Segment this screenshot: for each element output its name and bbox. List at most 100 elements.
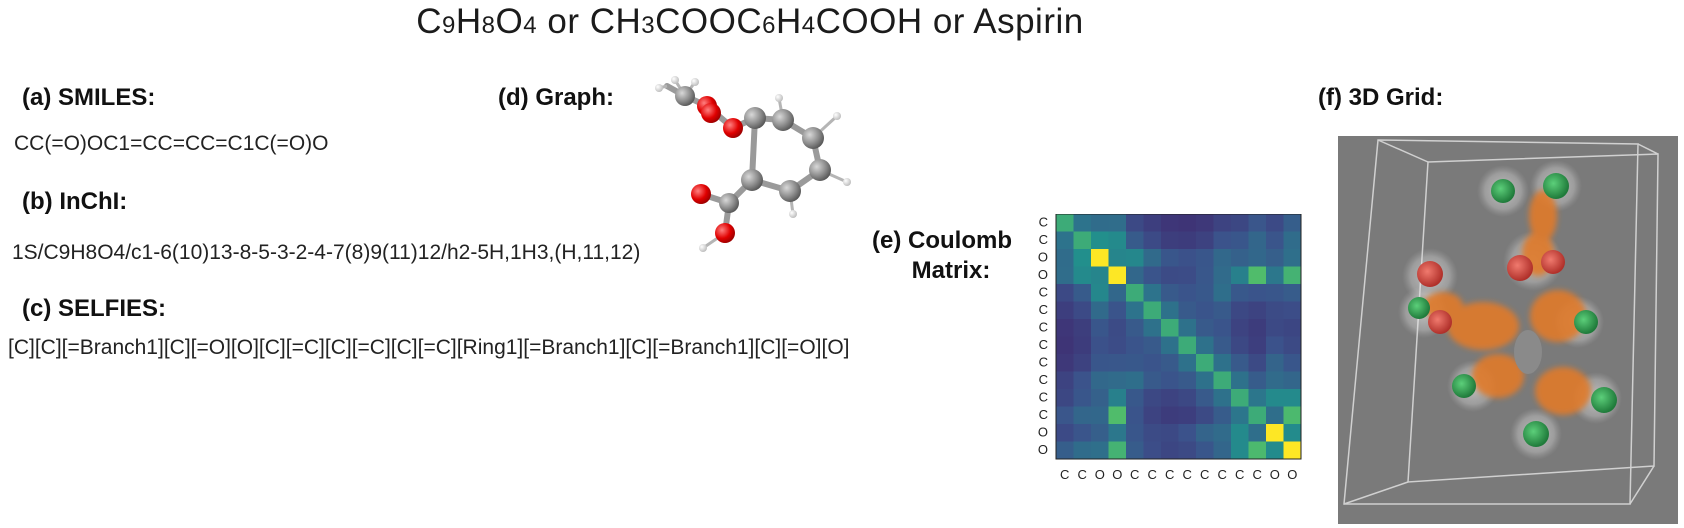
matrix-cell	[1091, 354, 1109, 372]
matrix-cell	[1161, 319, 1179, 337]
matrix-cell	[1283, 354, 1302, 372]
matrix-cell	[1283, 249, 1302, 267]
matrix-cell	[1178, 319, 1197, 337]
atom-h	[691, 78, 699, 86]
matrix-cell	[1248, 266, 1267, 285]
matrix-cell	[1213, 284, 1232, 302]
matrix-cell	[1161, 231, 1179, 250]
matrix-cell	[1126, 231, 1144, 250]
matrix-col-label: C	[1200, 467, 1209, 482]
selfies-string: [C][C][=Branch1][C][=O][O][C][=C][C][=C]…	[8, 336, 850, 359]
matrix-cell	[1073, 441, 1092, 460]
matrix-cell	[1108, 354, 1127, 372]
title-text: O	[495, 2, 524, 41]
matrix-cell	[1196, 441, 1214, 460]
page-title: C9H8O4 or CH3COOC6H4COOH or Aspirin	[0, 2, 1500, 42]
matrix-cell	[1108, 284, 1127, 302]
matrix-cell	[1056, 214, 1074, 232]
matrix-row-label: C	[1039, 372, 1048, 387]
matrix-cell	[1073, 389, 1092, 407]
matrix-cell	[1248, 354, 1267, 372]
matrix-cell	[1266, 406, 1284, 425]
matrix-cell	[1178, 354, 1197, 372]
matrix-row-label: C	[1039, 355, 1048, 370]
matrix-cell	[1056, 354, 1074, 372]
matrix-cell	[1161, 406, 1179, 425]
atom-h	[833, 112, 841, 120]
coulomb-heading-line2: Matrix:	[911, 257, 991, 284]
matrix-cell	[1266, 441, 1284, 460]
atom-h	[671, 76, 679, 84]
matrix-row-label: C	[1039, 337, 1048, 352]
matrix-cell	[1143, 319, 1162, 337]
matrix-cell	[1178, 441, 1197, 460]
matrix-cell	[1126, 336, 1144, 355]
matrix-cell	[1161, 441, 1179, 460]
matrix-cell	[1248, 301, 1267, 320]
matrix-row-label: C	[1039, 215, 1048, 230]
matrix-cell	[1161, 284, 1179, 302]
matrix-cell	[1213, 301, 1232, 320]
matrix-cell	[1073, 406, 1092, 425]
matrix-cell	[1161, 301, 1179, 320]
matrix-cell	[1091, 214, 1109, 232]
atom-o	[691, 184, 711, 204]
atom-o	[723, 118, 743, 138]
matrix-cell	[1091, 266, 1109, 285]
matrix-cell	[1178, 284, 1197, 302]
matrix-cell	[1213, 389, 1232, 407]
matrix-cell	[1196, 354, 1214, 372]
matrix-cell	[1196, 301, 1214, 320]
matrix-cell	[1283, 371, 1302, 390]
matrix-row-label: O	[1038, 442, 1048, 457]
matrix-cell	[1231, 371, 1249, 390]
matrix-cell	[1283, 389, 1302, 407]
title-subscript: 4	[801, 12, 816, 39]
matrix-cell	[1108, 319, 1127, 337]
matrix-cell	[1108, 266, 1127, 285]
matrix-cell	[1266, 371, 1284, 390]
matrix-row-label: C	[1039, 390, 1048, 405]
matrix-cell	[1073, 424, 1092, 442]
matrix-cell	[1108, 231, 1127, 250]
matrix-cell	[1196, 319, 1214, 337]
matrix-cell	[1266, 336, 1284, 355]
matrix-cell	[1178, 406, 1197, 425]
matrix-row-label: O	[1038, 425, 1048, 440]
matrix-cell	[1073, 354, 1092, 372]
matrix-col-label: C	[1235, 467, 1244, 482]
atom-o	[715, 223, 735, 243]
matrix-cell	[1056, 336, 1074, 355]
matrix-cell	[1266, 424, 1284, 442]
matrix-cell	[1266, 301, 1284, 320]
title-text: H	[455, 2, 482, 41]
matrix-cell	[1231, 301, 1249, 320]
matrix-cell	[1091, 389, 1109, 407]
matrix-cell	[1161, 371, 1179, 390]
matrix-cell	[1161, 389, 1179, 407]
matrix-cell	[1161, 214, 1179, 232]
matrix-cell	[1266, 249, 1284, 267]
matrix-col-label: C	[1148, 467, 1157, 482]
matrix-cell	[1126, 319, 1144, 337]
matrix-cell	[1143, 301, 1162, 320]
matrix-cell	[1108, 424, 1127, 442]
matrix-cell	[1178, 336, 1197, 355]
matrix-cell	[1108, 389, 1127, 407]
matrix-cell	[1126, 389, 1144, 407]
matrix-cell	[1248, 336, 1267, 355]
matrix-row-label: O	[1038, 250, 1048, 265]
matrix-cell	[1231, 284, 1249, 302]
matrix-cell	[1126, 441, 1144, 460]
grid-green-atoms	[1408, 173, 1617, 447]
matrix-cell	[1213, 214, 1232, 232]
matrix-cell	[1196, 424, 1214, 442]
matrix-cell	[1248, 214, 1267, 232]
matrix-col-label: C	[1130, 467, 1139, 482]
matrix-cell	[1091, 336, 1109, 355]
matrix-cell	[1056, 319, 1074, 337]
matrix-cell	[1091, 371, 1109, 390]
matrix-cell	[1073, 214, 1092, 232]
matrix-cell	[1213, 266, 1232, 285]
